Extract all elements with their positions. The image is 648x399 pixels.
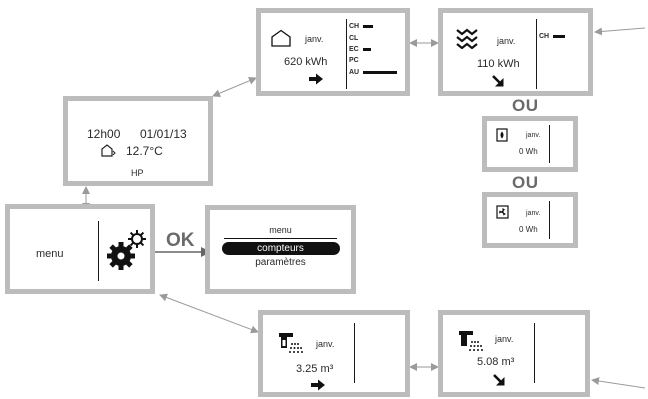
alt-screen-1: janv. 0 Wh	[482, 116, 578, 172]
clock-time: 12h00	[87, 127, 121, 141]
menu-label: menu	[36, 248, 64, 260]
bar-ch-heating	[553, 35, 565, 38]
bar-ec	[363, 48, 371, 51]
submenu-selection[interactable]	[222, 242, 340, 255]
ou-label-2: OU	[512, 173, 539, 192]
outdoor-house-icon	[101, 144, 116, 157]
shower-icon	[459, 331, 483, 351]
heating-month: janv.	[497, 36, 516, 46]
menu-divider	[98, 221, 99, 281]
submenu-separator	[224, 238, 337, 239]
water-screen-2: janv. 5.08 m³	[438, 310, 590, 397]
alt1-month: janv.	[526, 132, 541, 139]
water1-value: 3.25 m³	[296, 363, 334, 375]
legend-ec: EC	[349, 46, 359, 53]
tariff-label: HP	[131, 168, 144, 178]
heating-divider	[536, 19, 537, 89]
water2-month: janv.	[495, 334, 514, 344]
legend-ch: CH	[349, 23, 360, 30]
water1-divider	[354, 323, 355, 383]
bar-au	[363, 71, 397, 74]
legend-au: AU	[349, 69, 360, 76]
heating-energy-screen: janv. 110 kWh CH	[438, 8, 593, 96]
submenu-title: menu	[269, 225, 292, 235]
total-energy-screen: janv. 620 kWh CH CL EC PC AU	[256, 8, 410, 96]
heating-waves-icon	[456, 28, 478, 49]
alt-screen-2: janv. 0 Wh	[482, 192, 578, 248]
arrow-in-water	[591, 377, 646, 389]
menu-screen: menu	[5, 204, 155, 294]
ou-label-1: OU	[512, 96, 539, 115]
water2-divider	[534, 323, 535, 383]
submenu-screen: menu compteurs paramètres	[205, 205, 356, 294]
date-display: 01/01/13	[140, 127, 187, 141]
water-screen-1: janv. 3.25 m³	[258, 310, 410, 397]
hot-water-tank-icon	[496, 128, 508, 142]
water1-month: janv.	[316, 339, 335, 349]
water2-value: 5.08 m³	[477, 356, 515, 368]
alt1-value: 0 Wh	[519, 147, 538, 156]
ok-label: OK	[166, 230, 195, 251]
bar-ch	[363, 25, 373, 28]
home-screen: 12h00 01/01/13 12.7°C HP	[63, 96, 213, 186]
legend-pc: PC	[349, 57, 359, 64]
submenu-item-parametres[interactable]: paramètres	[255, 257, 306, 268]
trend-down-arrow-icon	[493, 374, 505, 386]
house-icon	[271, 29, 291, 47]
alt2-value: 0 Wh	[519, 225, 538, 234]
total-month: janv.	[305, 34, 324, 44]
legend-ch-heating: CH	[539, 33, 550, 40]
gears-icon	[107, 230, 146, 270]
submenu-item-compteurs[interactable]: compteurs	[257, 243, 304, 254]
arrow-menu-water	[159, 293, 259, 334]
trend-down-arrow-icon	[492, 75, 504, 87]
fan-icon	[496, 205, 509, 219]
total-divider	[346, 19, 347, 89]
temperature-display: 12.7°C	[126, 144, 163, 158]
arrow-home-total	[212, 77, 257, 97]
alt2-divider	[549, 201, 550, 239]
trend-right-arrow-icon	[309, 73, 323, 85]
heating-value: 110 kWh	[477, 58, 520, 70]
alt1-divider	[549, 125, 550, 163]
total-value: 620 kWh	[284, 56, 328, 68]
legend-cl: CL	[349, 35, 359, 42]
shower-icon	[279, 333, 303, 353]
arrow-in-heating	[594, 27, 646, 36]
trend-right-arrow-icon	[311, 379, 325, 391]
alt2-month: janv.	[526, 210, 541, 217]
